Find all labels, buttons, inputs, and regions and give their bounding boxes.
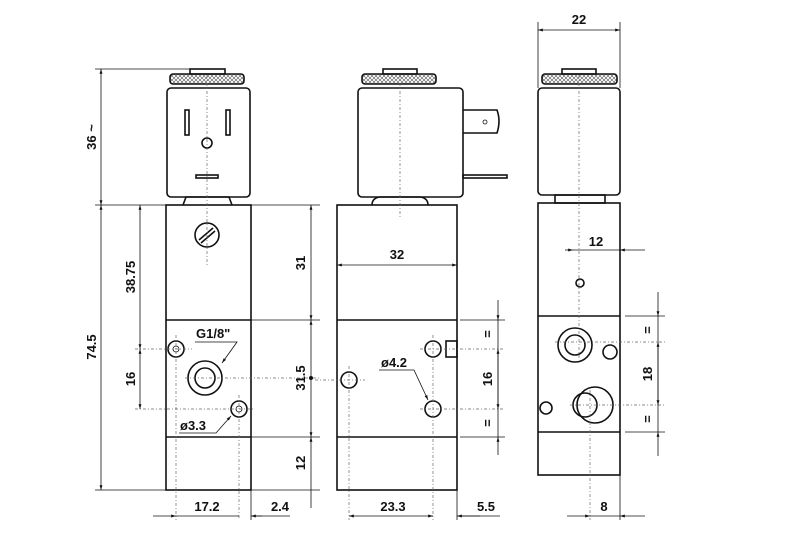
dim-offset-right: 2.4 [271, 499, 290, 514]
callout-hole-dia: ø4.2 [381, 355, 407, 370]
dim-equal-bottom: = [480, 419, 495, 427]
dim-equal-top: = [640, 326, 655, 334]
pilot-hole [575, 278, 585, 288]
dim-lower-block: 12 [293, 456, 308, 470]
front-view: 36 ~ 74.5 38.75 16 31 31.5 12 17.2 2.4 G… [84, 68, 320, 520]
dim-total-height: 74.5 [84, 334, 99, 359]
dim-width-left: 17.2 [194, 499, 219, 514]
coil-pin-slot [225, 109, 231, 136]
dim-width: 32 [390, 247, 404, 262]
dim-coil-height: 36 ~ [84, 124, 99, 150]
hole [539, 401, 553, 415]
dim-port-spacing: 18 [640, 367, 655, 381]
dim-width-bottom: 23.3 [380, 499, 405, 514]
dim-hole-spacing: 16 [480, 372, 495, 386]
dim-mid-block: 31.5 [293, 365, 308, 390]
dim-width-top: 22 [572, 12, 586, 27]
coil-ground-pin [195, 174, 219, 179]
knurled-nut [541, 73, 618, 85]
rear-view: 22 12 18 = = 8 [537, 12, 665, 520]
coil [357, 87, 464, 198]
dim-equal-bottom: = [640, 415, 655, 423]
port [557, 327, 593, 363]
knurled-nut [361, 73, 437, 85]
dim-hole-spacing: 16 [123, 372, 138, 386]
dim-offset: 12 [589, 234, 603, 249]
hole [602, 344, 618, 360]
dim-equal-top: = [480, 330, 495, 338]
dim-upper-block: 31 [293, 256, 308, 270]
dim-offset-bottom: 8 [600, 499, 607, 514]
connector-tab [463, 109, 500, 134]
dim-port-height: 38.75 [123, 261, 138, 294]
stem [182, 196, 233, 206]
coil-pin-slot [184, 109, 190, 136]
callout-thread: G1/8" [196, 326, 230, 341]
dim-offset-right: 5.5 [477, 499, 495, 514]
callout-hole-dia: ø3.3 [180, 418, 206, 433]
screw-icon [194, 222, 220, 248]
body [165, 204, 252, 491]
coil [166, 87, 251, 198]
side-view: 32 16 = = ø4.2 23.3 5.5 [315, 68, 508, 520]
wire-lead [462, 174, 508, 179]
